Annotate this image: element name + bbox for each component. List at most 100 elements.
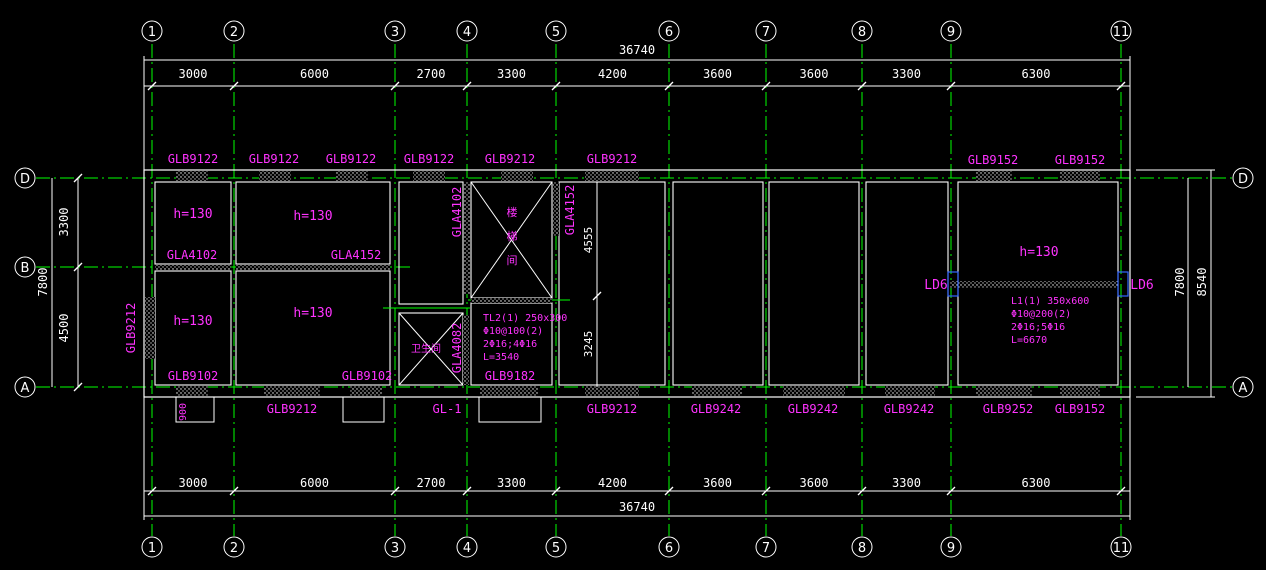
beam-label-bottom-a1: GLB9102 [168,369,219,383]
dim-tick-3-0 [462,81,472,91]
axis-bubble-D-left [14,167,36,189]
axis-bubble-11-bottom [1110,536,1132,558]
axis-label-6-bottom: 6 [665,541,673,556]
bay-dim-7-bottom: 3300 [892,476,921,490]
beam-label-top-5: GLB9212 [485,152,536,166]
bay-dim-4-top: 4200 [598,67,627,81]
beam-label-bottom-6: GLB9252 [983,402,1034,416]
bay-dim-8-top: 6300 [1022,67,1051,81]
bay-dim-3-bottom: 3300 [497,476,526,490]
axis-bubble-9-top [940,20,962,42]
right-dim-outer: 8540 [1195,268,1209,297]
dim-tick-1-0 [229,81,239,91]
ld-label-left: LD6 [924,278,947,293]
axis-bubble-8-top [851,20,873,42]
axis-label-9-top: 9 [947,25,955,40]
tl-annot-3: 2Φ16;4Φ16 [483,339,537,350]
beam-hatches [145,171,1129,396]
beam-hatch-13 [350,386,382,396]
axis-label-11-bottom: 11 [1113,541,1130,556]
slab-label-4: h=130 [293,306,332,321]
l1-annot-4: L=6670 [1011,335,1047,346]
dim-tick-5-1 [664,486,674,496]
bay-dim-6-bottom: 3600 [800,476,829,490]
bay-dim-5-top: 3600 [703,67,732,81]
beam-label-top-1: GLB9122 [168,152,219,166]
beam-label-stair-left: GLA4102 [450,187,464,238]
beam-label-top-6: GLB9212 [587,152,638,166]
bay-dim-8-bottom: 6300 [1022,476,1051,490]
beam-label-bottom-2: GLB9212 [587,402,638,416]
dim-tick-7-1 [857,486,867,496]
room-outline-0 [154,181,232,265]
beam-label-top-2: GLB9122 [249,152,300,166]
beam-label-bottom-a2: GLB9102 [342,369,393,383]
left-dim-tick-2 [73,382,83,392]
ld-marker-left [947,271,959,297]
dim-tick-0-0 [147,81,157,91]
axis-label-8-top: 8 [858,25,866,40]
wall-outlines [143,169,1131,423]
slab-label-3: h=130 [173,314,212,329]
beam-label-top-3: GLB9122 [326,152,377,166]
l1-annot-1: L1(1) 350x600 [1011,296,1089,307]
axis-bubble-5-bottom [545,536,567,558]
axis-label-A-left: A [21,381,30,396]
stair-dim-lower: 3245 [582,331,595,358]
bay-dim-2-top: 2700 [417,67,446,81]
beam-label-bottom-5: GLB9242 [884,402,935,416]
beam-label-gl: GL-1 [433,402,462,416]
dim-tick-2-0 [390,81,400,91]
beam-hatch-25 [950,281,1118,288]
axis-bubble-2-bottom [223,536,245,558]
axis-bubble-1-bottom [141,536,163,558]
dim-tick-6-0 [761,81,771,91]
axis-bubble-6-top [658,20,680,42]
room-outline-7 [558,181,666,386]
beam-label-bottom-1: GLB9212 [267,402,318,416]
beam-hatch-14 [480,386,538,396]
wc-diag-2 [398,312,464,386]
beam-hatch-22 [553,182,559,236]
dim-tick-9-1 [1116,486,1126,496]
beam-label-bottom-3: GLB9242 [691,402,742,416]
beam-hatch-6 [976,171,1012,181]
beam-hatch-7 [1060,171,1100,181]
beam-label-top-8: GLB9152 [1055,153,1106,167]
bay-dim-7-top: 3300 [892,67,921,81]
slab-label-5: h=130 [1019,245,1058,260]
right-dim-inner: 7800 [1173,268,1187,297]
axis-label-3-bottom: 3 [391,541,399,556]
axis-label-3-top: 3 [391,25,399,40]
bay-dim-6-top: 3600 [800,67,829,81]
axis-label-8-bottom: 8 [858,541,866,556]
beam-hatch-10 [145,297,155,359]
wall-stub-3 [478,396,542,423]
beam-label-wc-right: GLA4082 [450,323,464,374]
axis-label-4-top: 4 [463,25,471,40]
beam-label-top-7: GLB9152 [968,153,1019,167]
ld-marker-right [1117,271,1129,297]
dimension-lines: 3000300060006000270027003300330042004200… [51,56,1215,520]
beam-hatch-24 [471,298,552,303]
axis-label-5-top: 5 [552,25,560,40]
tl-annot-2: Φ10@100(2) [483,326,543,337]
beam-hatch-23 [463,315,469,385]
axis-label-6-top: 6 [665,25,673,40]
left-dim-lower: 4500 [57,314,71,343]
dim-tick-9-0 [1116,81,1126,91]
beam-hatch-12 [264,386,320,396]
beam-hatch-19 [976,386,1032,396]
bay-dim-1-top: 6000 [300,67,329,81]
axis-label-7-top: 7 [762,25,770,40]
dim-tick-4-0 [551,81,561,91]
wall-stub-1 [175,396,215,423]
slab-label-1: h=130 [173,207,212,222]
dim-tick-7-0 [857,81,867,91]
axis-label-7-bottom: 7 [762,541,770,556]
dim-tick-0-1 [147,486,157,496]
beam-label-left-vertical: GLB9212 [124,303,138,354]
axis-bubble-7-bottom [755,536,777,558]
room-outline-4 [398,181,464,305]
